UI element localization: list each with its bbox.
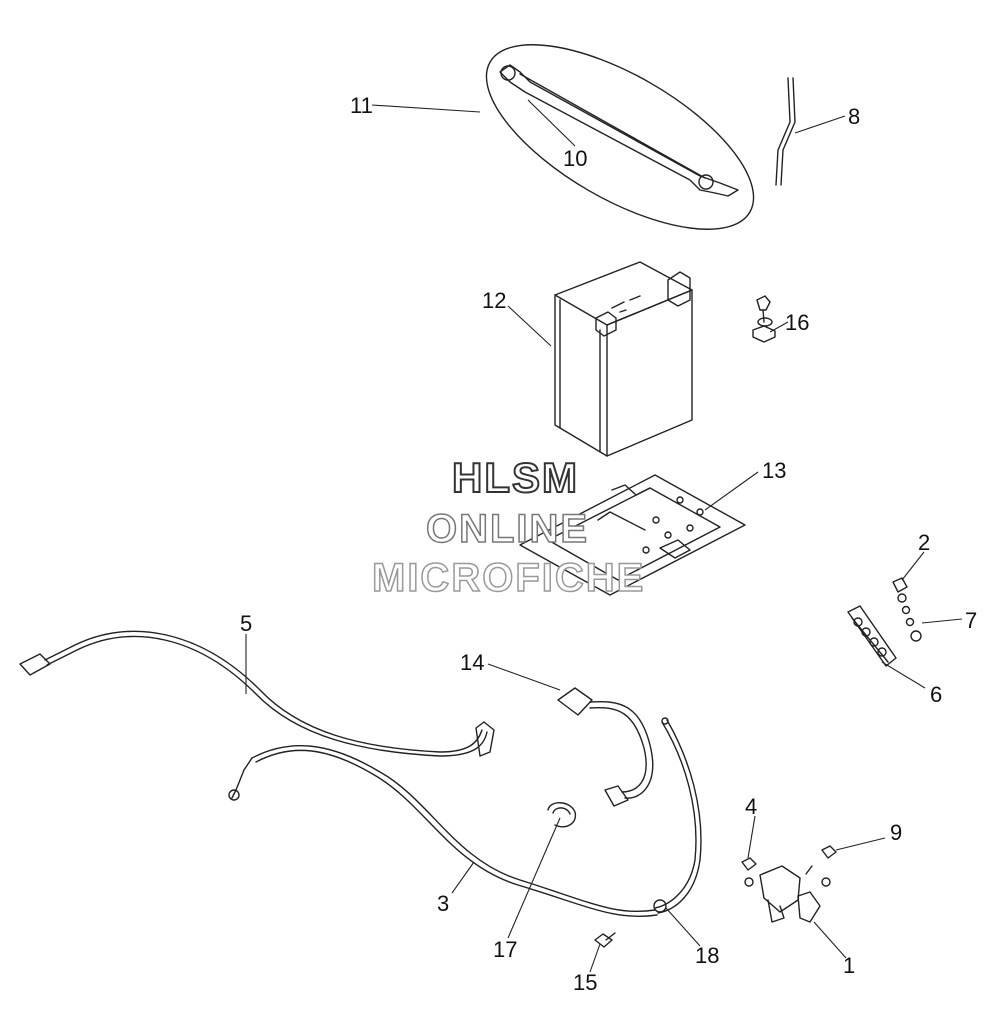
callout-7: 7 bbox=[965, 608, 978, 633]
callout-15: 15 bbox=[573, 970, 598, 995]
battery-cable-negative bbox=[228, 744, 658, 918]
callout-13: 13 bbox=[762, 458, 787, 483]
leader-lines bbox=[245, 99, 963, 973]
watermark-line-2: ONLINE bbox=[425, 506, 590, 552]
battery bbox=[554, 261, 693, 457]
callout-3: 3 bbox=[437, 891, 450, 916]
callout-6: 6 bbox=[930, 682, 943, 707]
ground-cable bbox=[653, 717, 702, 914]
watermark-line-3: MICROFICHE bbox=[371, 555, 646, 601]
callout-10: 10 bbox=[563, 146, 588, 171]
starter-cable bbox=[557, 687, 654, 807]
screw bbox=[594, 932, 616, 948]
callout-17: 17 bbox=[493, 937, 518, 962]
callout-2: 2 bbox=[918, 530, 931, 555]
battery-cable-positive bbox=[19, 630, 495, 757]
callout-9: 9 bbox=[890, 820, 903, 845]
relay-assembly bbox=[741, 845, 837, 923]
terminal-bolt-nut bbox=[752, 295, 776, 343]
watermark-line-1: HLSM bbox=[451, 453, 579, 502]
callout-4: 4 bbox=[745, 794, 758, 819]
callout-8: 8 bbox=[848, 104, 861, 129]
callout-5: 5 bbox=[240, 611, 253, 636]
callout-18: 18 bbox=[695, 943, 720, 968]
callout-12: 12 bbox=[482, 288, 507, 313]
callout-14: 14 bbox=[460, 650, 485, 675]
retaining-rod bbox=[775, 77, 796, 186]
callout-1: 1 bbox=[843, 953, 856, 978]
battery-tray bbox=[519, 474, 746, 596]
cable-clamp bbox=[547, 802, 577, 828]
hold-down-strap bbox=[485, 44, 755, 230]
terminal-strip bbox=[847, 577, 922, 667]
callout-11: 11 bbox=[350, 93, 373, 118]
callout-16: 16 bbox=[785, 310, 810, 335]
